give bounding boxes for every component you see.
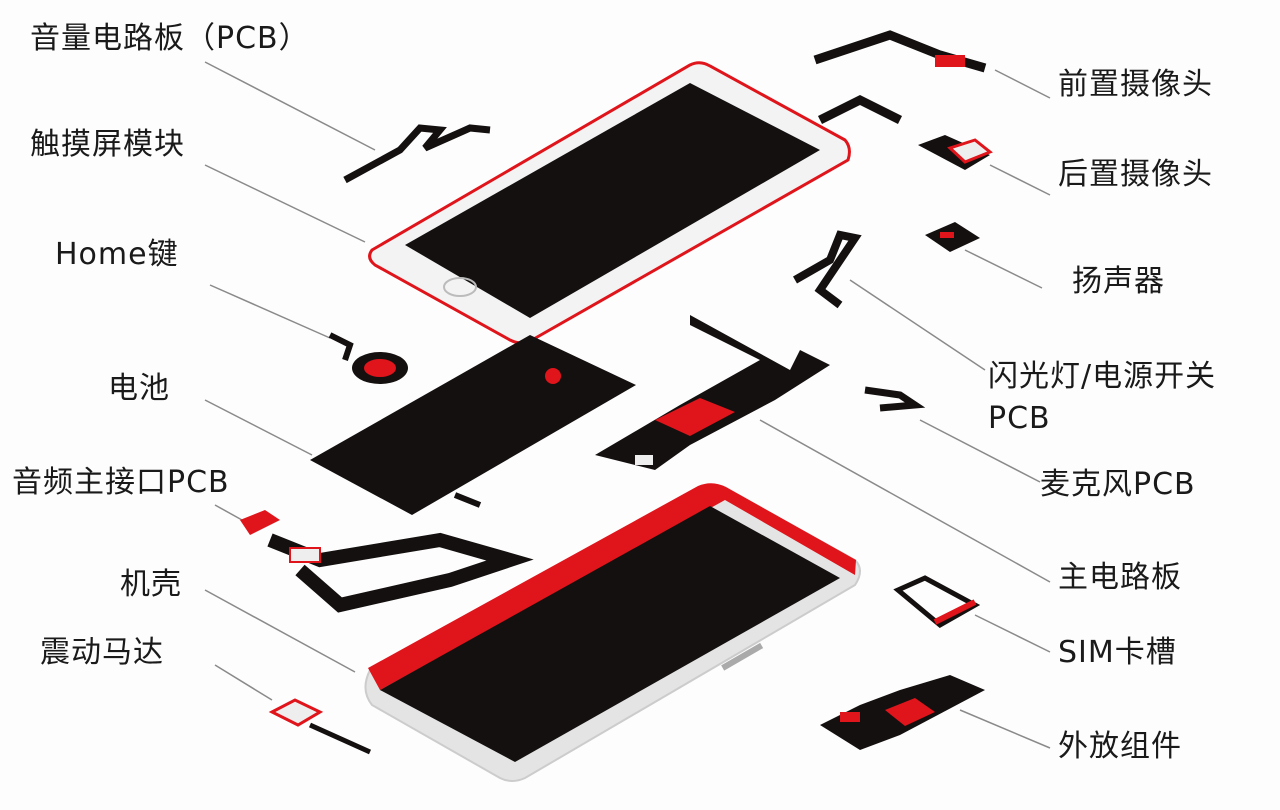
leader-touchscreen xyxy=(204,164,366,243)
leader-front-camera xyxy=(994,69,1051,99)
label-flash-power-line1: 闪光灯/电源开关 xyxy=(988,359,1217,394)
label-volume-pcb: 音量电路板（PCB） xyxy=(30,21,310,56)
leader-sim-tray xyxy=(974,614,1051,653)
front-camera-part xyxy=(813,30,987,125)
leader-audio-port xyxy=(214,504,243,521)
home-key-part xyxy=(328,332,408,384)
label-flash-power-line2: PCB xyxy=(988,401,1051,436)
label-flash-power-pcb: 闪光灯/电源开关 PCB xyxy=(988,360,1216,436)
home-button-outline xyxy=(443,277,477,297)
label-speaker: 扬声器 xyxy=(1072,264,1165,299)
leader-logic-board xyxy=(759,419,1051,583)
audio-port-part xyxy=(240,510,534,613)
rear-camera-part xyxy=(918,135,993,170)
label-home-key: Home键 xyxy=(55,237,179,272)
leader-mic-pcb xyxy=(919,419,1041,483)
label-battery: 电池 xyxy=(108,371,170,406)
leader-housing xyxy=(204,589,356,673)
volume-pcb xyxy=(343,124,491,184)
label-touchscreen-module: 触摸屏模块 xyxy=(30,127,185,162)
label-audio-port-pcb: 音频主接口PCB xyxy=(12,465,230,500)
leader-speaker xyxy=(964,249,1043,289)
leader-lines xyxy=(204,61,1051,749)
battery-part xyxy=(310,335,636,515)
leader-home xyxy=(209,284,331,339)
leader-volume-pcb xyxy=(204,61,376,151)
label-mic-pcb: 麦克风PCB xyxy=(1040,467,1196,502)
vibration-motor-part xyxy=(268,698,372,755)
touchscreen-module xyxy=(368,61,851,345)
label-loudspeaker: 外放组件 xyxy=(1058,729,1182,764)
leader-vibration-motor xyxy=(214,664,273,701)
housing-part xyxy=(364,483,861,782)
label-rear-camera: 后置摄像头 xyxy=(1058,157,1213,192)
label-logic-board: 主电路板 xyxy=(1058,560,1182,595)
sim-tray-part xyxy=(893,575,981,629)
label-front-camera: 前置摄像头 xyxy=(1058,67,1213,102)
logic-board-part xyxy=(595,315,830,470)
loudspeaker-part xyxy=(820,675,985,750)
leader-flash-pcb xyxy=(849,279,986,371)
mic-pcb xyxy=(864,386,926,412)
label-housing: 机壳 xyxy=(120,567,182,602)
leader-rear-camera xyxy=(989,164,1051,196)
leader-battery xyxy=(204,399,313,456)
flash-power-pcb xyxy=(793,230,862,309)
leader-loudspeaker xyxy=(959,709,1051,749)
label-sim-tray: SIM卡槽 xyxy=(1058,635,1177,670)
label-vibration-motor: 震动马达 xyxy=(40,635,164,670)
